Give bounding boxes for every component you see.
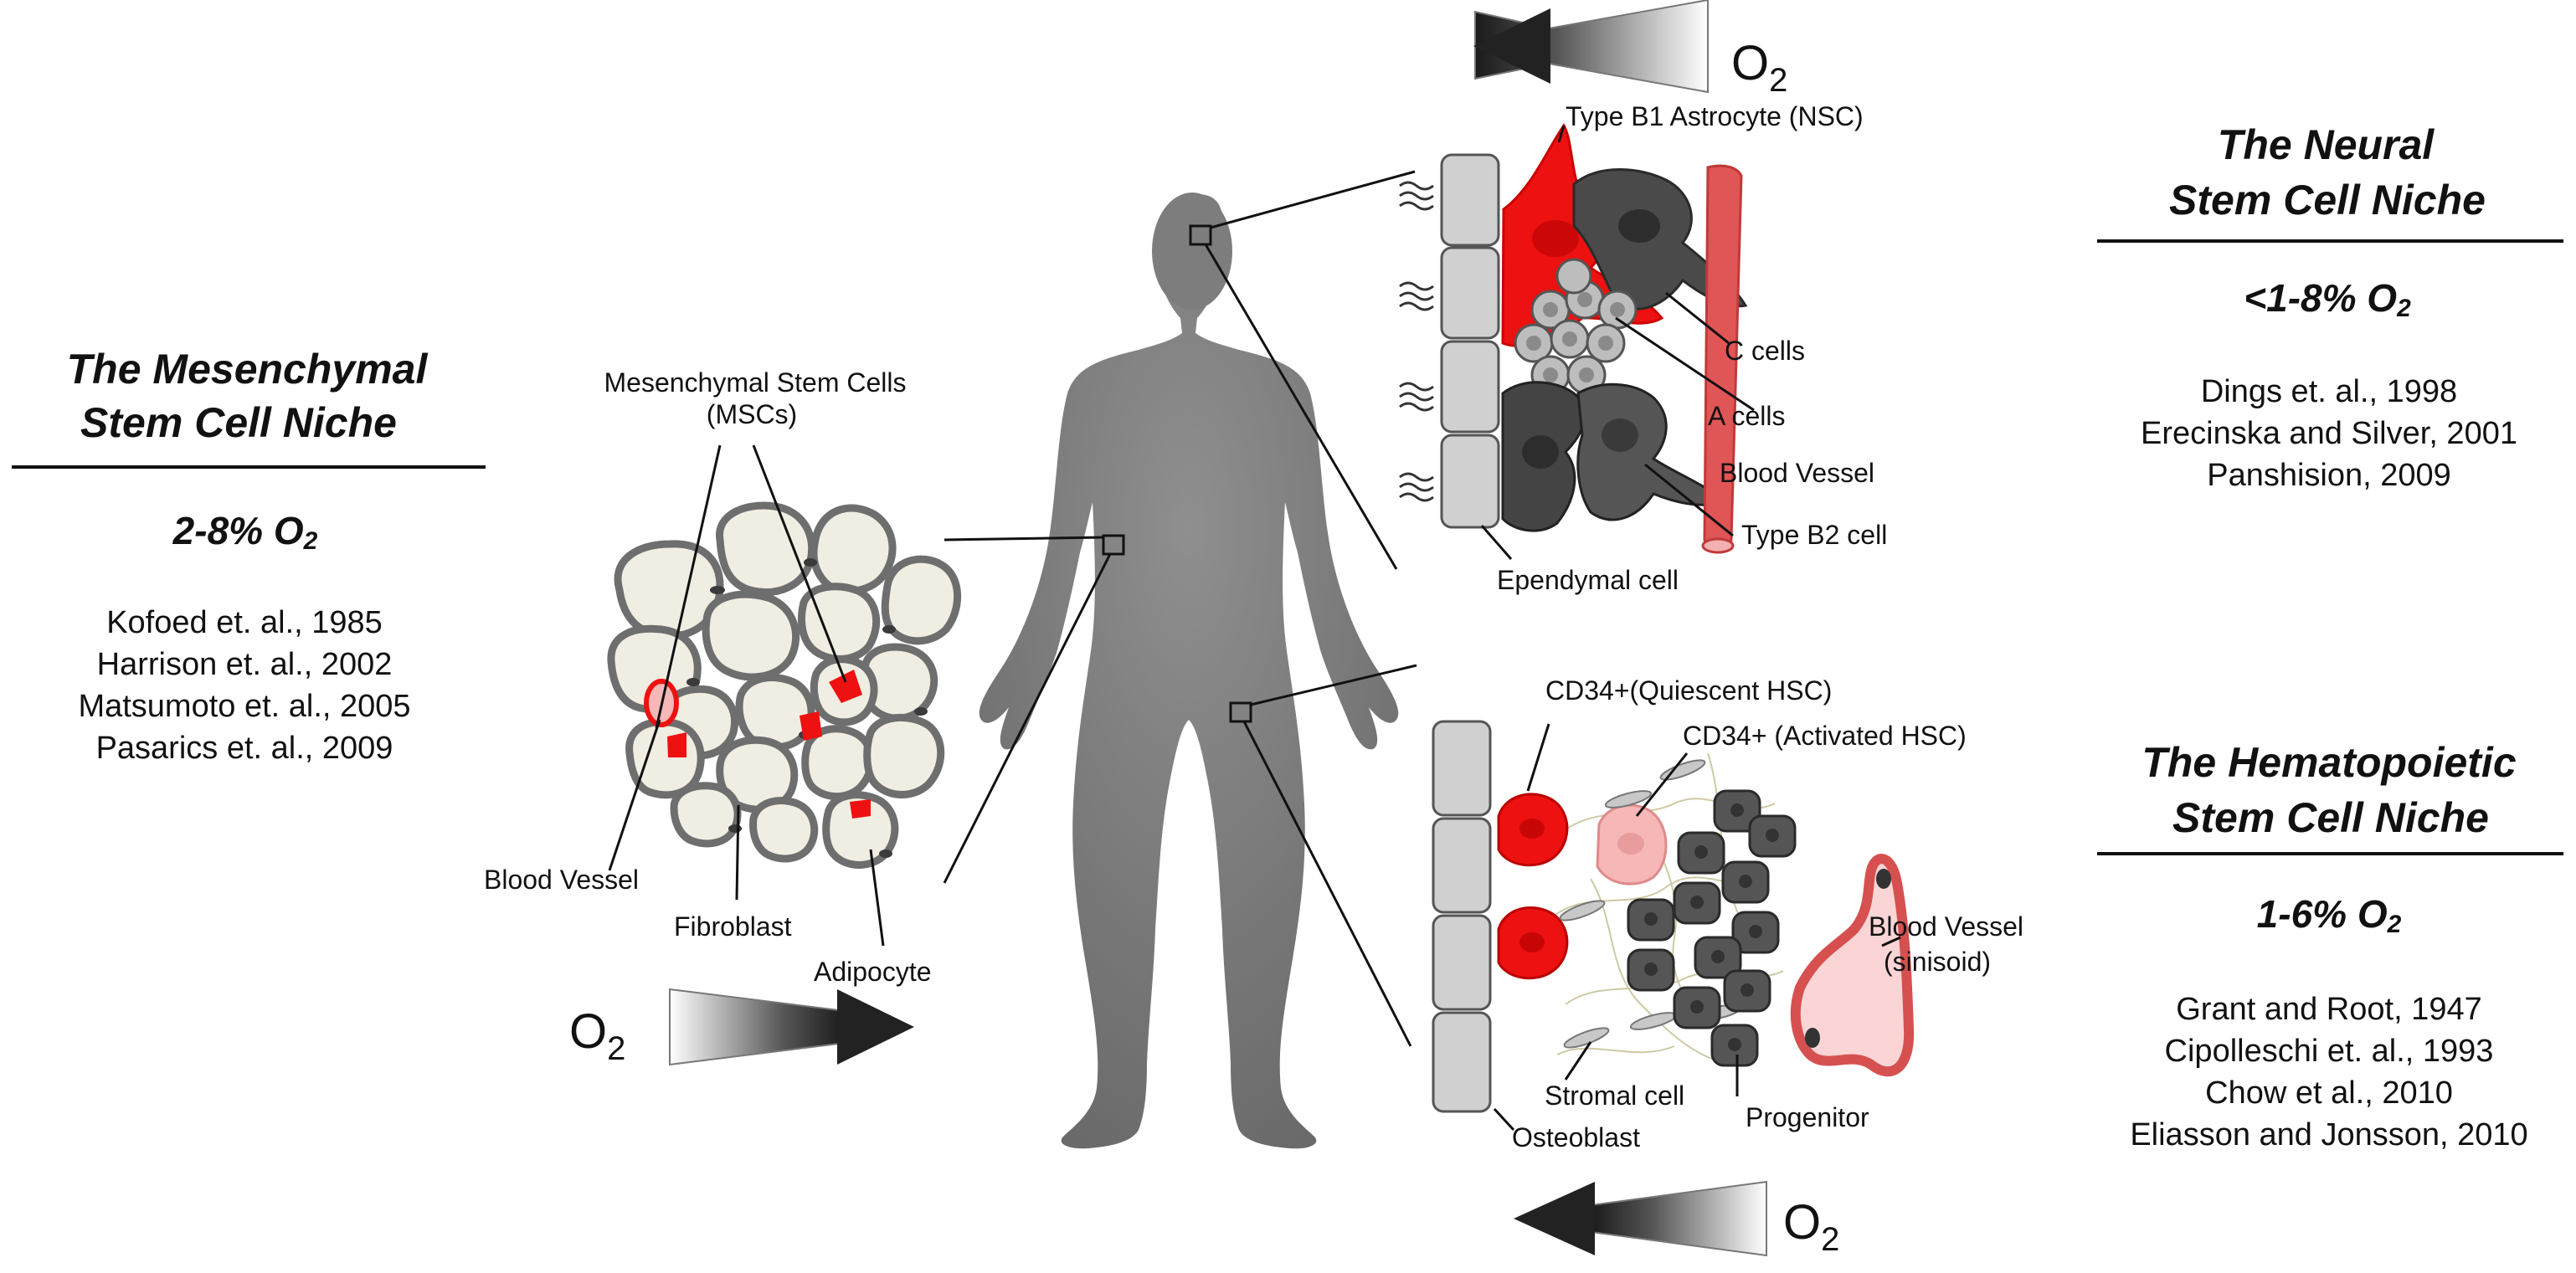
label-fibroblast: Fibroblast	[674, 911, 792, 942]
reference-item: Grant and Root, 1947	[2176, 992, 2481, 1027]
mesenchymal-niche-panel: The Mesenchymal Stem Cell Niche 2-8% O2 …	[12, 346, 486, 766]
reference-item: Panshision, 2009	[2207, 458, 2451, 493]
reference-item: Erecinska and Silver, 2001	[2141, 416, 2517, 451]
label-msc-abbr: (MSCs)	[707, 399, 797, 429]
body-markers	[943, 170, 1417, 1047]
hematopoietic-oxygen-level: 1-6% O2	[2257, 892, 2402, 938]
reference-item: Cipolleschi et. al., 1993	[2165, 1034, 2494, 1069]
neural-niche-inset: Type B1 Astrocyte (NSC) C cells A cells …	[1399, 101, 1887, 595]
mesenchymal-title-line1: The Mesenchymal	[67, 346, 429, 393]
oxygen-label-left: O2	[569, 1004, 625, 1067]
reference-item: Chow et al., 2010	[2205, 1075, 2453, 1111]
oxygen-label-top: O2	[1731, 36, 1787, 99]
hematopoietic-references: Grant and Root, 1947 Cipolleschi et. al.…	[2130, 992, 2527, 1152]
oxygen-label-bottom: O2	[1783, 1195, 1839, 1258]
neural-niche-panel: The Neural Stem Cell Niche <1-8% O2 Ding…	[2097, 121, 2563, 493]
hematopoietic-niche-inset: CD34+(Quiescent HSC) CD34+ (Activated HS…	[1432, 675, 2023, 1152]
arrow-head	[1473, 8, 1550, 84]
reference-item: Harrison et. al., 2002	[97, 647, 393, 682]
label-cd34-activated: CD34+ (Activated HSC)	[1683, 721, 1967, 751]
neural-references: Dings et. al., 1998 Erecinska and Silver…	[2141, 374, 2517, 493]
mesenchymal-oxygen-level: 2-8% O2	[172, 509, 318, 555]
label-osteoblast: Osteoblast	[1512, 1122, 1640, 1152]
label-sinusoid: (sinisoid)	[1884, 947, 1991, 977]
oxygen-arrow-left: O2	[569, 988, 914, 1067]
mesenchymal-title-line2: Stem Cell Niche	[80, 399, 397, 446]
reference-item: Dings et. al., 1998	[2201, 374, 2457, 409]
arrow-head	[1514, 1182, 1595, 1255]
label-progenitor: Progenitor	[1746, 1102, 1869, 1132]
hematopoietic-niche-panel: The Hematopoietic Stem Cell Niche 1-6% O…	[2097, 739, 2563, 1152]
oxygen-arrow-top: O2	[1473, 0, 1787, 99]
reference-item: Matsumoto et. al., 2005	[78, 689, 410, 724]
hematopoietic-title-line2: Stem Cell Niche	[2172, 794, 2489, 841]
mesenchymal-tissue-inset: Mesenchymal Stem Cells (MSCs) Blood Vess…	[484, 367, 962, 987]
reference-item: Pasarics et. al., 2009	[96, 731, 393, 766]
reference-item: Kofoed et. al., 1985	[106, 605, 383, 640]
oxygen-arrow-bottom: O2	[1514, 1180, 1839, 1258]
label-cd34-quiescent: CD34+(Quiescent HSC)	[1545, 675, 1832, 706]
label-ependymal-cell: Ependymal cell	[1497, 565, 1679, 595]
neural-title-line2: Stem Cell Niche	[2169, 177, 2486, 223]
hematopoietic-title-line1: The Hematopoietic	[2142, 739, 2516, 786]
reference-item: Eliasson and Jonsson, 2010	[2130, 1117, 2527, 1152]
label-c-cells: C cells	[1725, 336, 1805, 366]
neural-title-line1: The Neural	[2218, 121, 2435, 168]
label-type-b2-cell: Type B2 cell	[1741, 520, 1887, 550]
abdomen-marker	[1102, 534, 1125, 556]
label-a-cells: A cells	[1708, 401, 1785, 431]
mesenchymal-references: Kofoed et. al., 1985 Harrison et. al., 2…	[78, 605, 410, 766]
neural-oxygen-level: <1-8% O2	[2244, 276, 2411, 322]
head-marker	[1189, 224, 1212, 246]
arrow-head	[837, 989, 914, 1065]
label-adipocyte: Adipocyte	[814, 957, 932, 987]
label-type-b1-astrocyte: Type B1 Astrocyte (NSC)	[1566, 101, 1864, 131]
label-stromal-cell: Stromal cell	[1545, 1081, 1684, 1111]
label-msc: Mesenchymal Stem Cells	[604, 367, 907, 398]
label-blood-vessel-left: Blood Vessel	[484, 865, 639, 895]
thigh-marker	[1229, 701, 1252, 723]
human-body-silhouette	[979, 192, 1399, 1149]
label-blood-vessel-sinusoid: Blood Vessel	[1869, 911, 2023, 942]
label-blood-vessel-neural: Blood Vessel	[1720, 458, 1874, 488]
